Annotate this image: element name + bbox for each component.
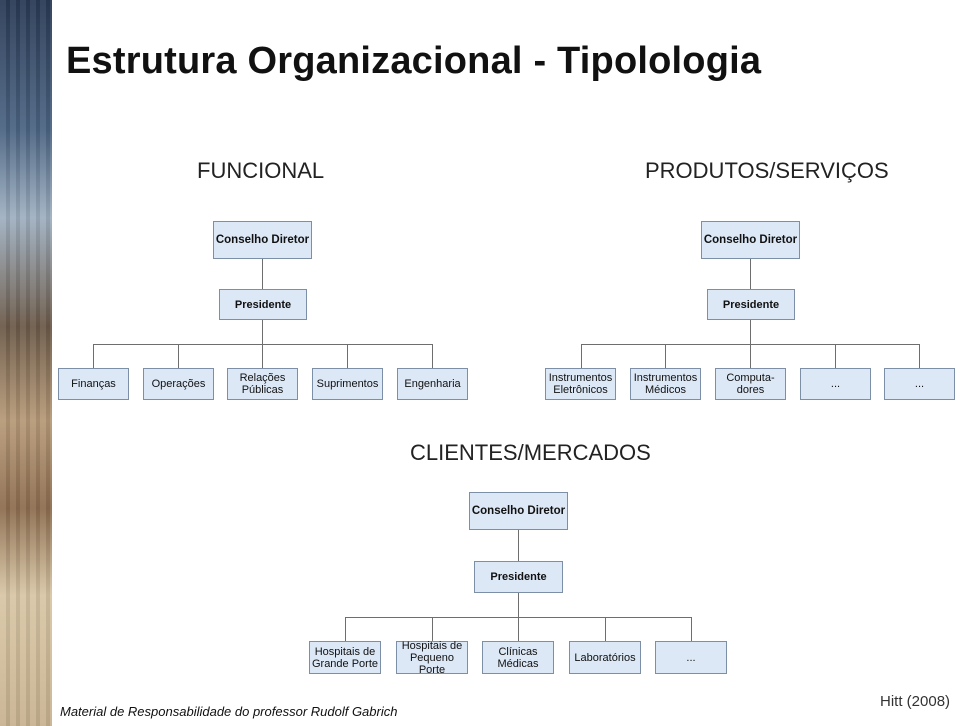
connector — [835, 344, 836, 368]
produtos-unit-box: ... — [800, 368, 871, 400]
connector — [432, 344, 433, 368]
footer-source: Hitt (2008) — [880, 693, 951, 710]
clientes-conselho-box: Conselho Diretor — [469, 492, 568, 530]
produtos-unit-box: ... — [884, 368, 955, 400]
page-title: Estrutura Organizacional - Tipolologia — [66, 40, 762, 82]
connector — [345, 617, 346, 641]
connector — [347, 344, 348, 368]
produtos-label: PRODUTOS/SERVIÇOS — [645, 158, 889, 183]
funcional-conselho-box: Conselho Diretor — [213, 221, 312, 259]
clientes-market-box: ... — [655, 641, 727, 674]
connector — [262, 344, 263, 368]
connector — [750, 344, 751, 368]
funcional-dept-box: Operações — [143, 368, 214, 400]
connector-bar — [93, 344, 433, 345]
produtos-unit-box: Instrumentos Médicos — [630, 368, 701, 400]
connector — [919, 344, 920, 368]
clientes-presidente-box: Presidente — [474, 561, 563, 593]
connector — [93, 344, 94, 368]
clientes-label: CLIENTES/MERCADOS — [410, 440, 651, 465]
connector — [432, 617, 433, 641]
connector — [605, 617, 606, 641]
connector — [665, 344, 666, 368]
connector — [750, 259, 751, 289]
clientes-market-box: Hospitais de Pequeno Porte — [396, 640, 468, 676]
funcional-dept-box: Relações Públicas — [227, 368, 298, 400]
connector — [518, 617, 519, 641]
produtos-conselho-box: Conselho Diretor — [701, 221, 800, 259]
clientes-market-box: Laboratórios — [569, 641, 641, 674]
clientes-market-box: Hospitais de Grande Porte — [309, 641, 381, 674]
connector — [518, 593, 519, 617]
connector — [178, 344, 179, 368]
produtos-unit-box: Instrumentos Eletrônicos — [545, 368, 616, 400]
funcional-label: FUNCIONAL — [197, 158, 325, 183]
footer-credit: Material de Responsabilidade do professo… — [60, 704, 398, 719]
connector — [581, 344, 582, 368]
connector — [750, 320, 751, 344]
connector — [518, 530, 519, 561]
funcional-dept-box: Finanças — [58, 368, 129, 400]
produtos-unit-box: Computa- dores — [715, 368, 786, 400]
produtos-presidente-box: Presidente — [707, 289, 795, 320]
funcional-dept-box: Engenharia — [397, 368, 468, 400]
funcional-presidente-box: Presidente — [219, 289, 307, 320]
connector — [262, 320, 263, 344]
funcional-dept-box: Suprimentos — [312, 368, 383, 400]
connector — [691, 617, 692, 641]
clientes-market-box: Clínicas Médicas — [482, 641, 554, 674]
connector — [262, 259, 263, 289]
side-photo-strip — [0, 0, 52, 726]
